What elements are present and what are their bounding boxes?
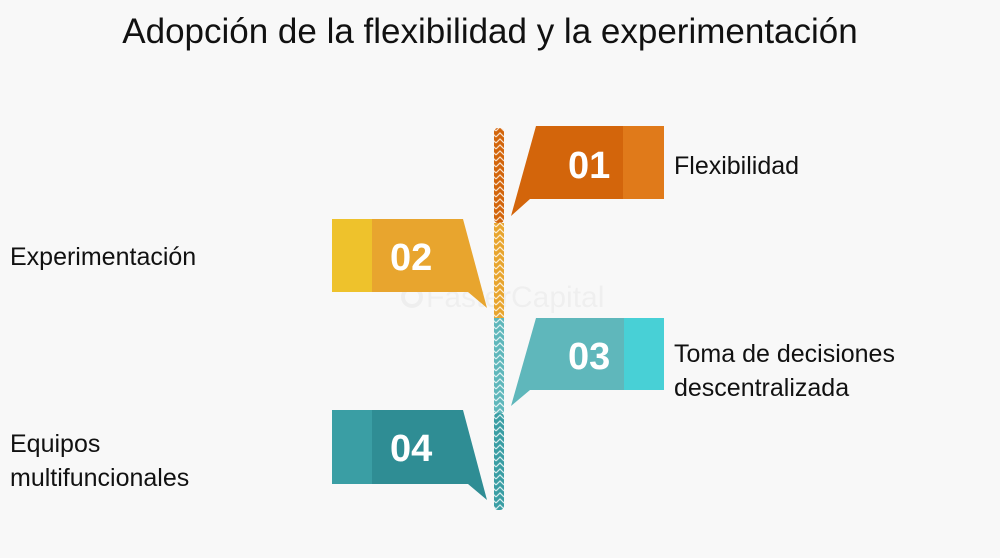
flag-01-tail bbox=[511, 126, 623, 216]
flag-04-panel bbox=[332, 410, 372, 484]
step-label-04: Equipos multifuncionales bbox=[10, 427, 189, 495]
flag-02-number: 02 bbox=[390, 237, 432, 279]
pole-texture bbox=[494, 128, 504, 510]
step-label-03-line-1: Toma de decisiones bbox=[674, 340, 895, 368]
flag-03: 03 bbox=[511, 318, 664, 406]
flag-03-number: 03 bbox=[568, 336, 610, 378]
step-label-02-line-1: Experimentación bbox=[10, 243, 197, 271]
flag-01: 01 bbox=[511, 126, 664, 216]
flag-03-tail bbox=[511, 318, 624, 406]
page-title: Adopción de la flexibilidad y la experim… bbox=[122, 12, 858, 51]
flag-04-tail bbox=[372, 410, 487, 500]
step-label-01: Flexibilidad bbox=[674, 149, 799, 183]
step-label-03-line-2: descentralizada bbox=[674, 374, 850, 402]
step-label-04-line-2: multifuncionales bbox=[10, 464, 190, 492]
flag-01-number: 01 bbox=[568, 145, 610, 187]
step-label-03: Toma de decisiones descentralizada bbox=[674, 337, 895, 405]
step-label-02: Experimentación bbox=[10, 240, 196, 274]
flag-02: 02 bbox=[332, 219, 487, 308]
flag-02-tail bbox=[372, 219, 487, 308]
step-label-04-line-1: Equipos bbox=[10, 430, 101, 458]
flag-02-panel bbox=[332, 219, 372, 292]
step-label-01-line-1: Flexibilidad bbox=[674, 152, 800, 180]
flag-03-panel bbox=[624, 318, 664, 390]
flag-01-panel bbox=[623, 126, 664, 199]
flag-04: 04 bbox=[332, 410, 487, 500]
flag-04-number: 04 bbox=[390, 428, 432, 470]
